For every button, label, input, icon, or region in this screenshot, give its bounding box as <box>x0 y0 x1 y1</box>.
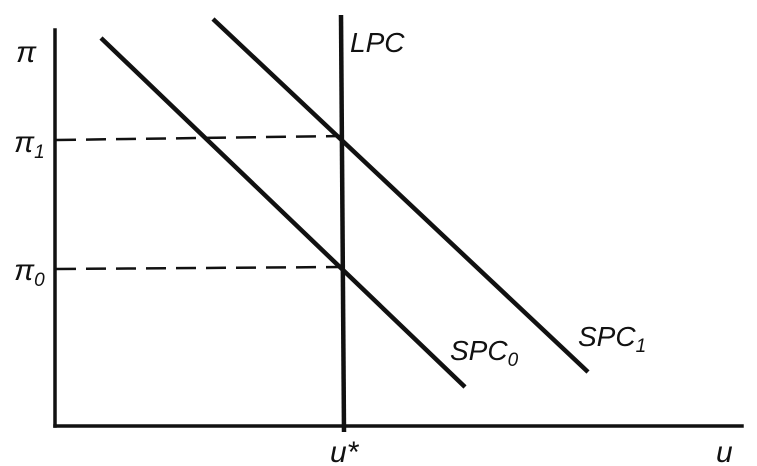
spc1-label: SPC1 <box>578 321 646 357</box>
pi1-label-base: π <box>14 126 35 159</box>
spc0-label-subscript: 0 <box>508 350 519 371</box>
spc0-label-base: SPC <box>450 335 508 366</box>
pi1-label-subscript: 1 <box>34 142 45 163</box>
pi1-label: π1 <box>14 126 45 163</box>
pi0-guide-line <box>55 265 342 271</box>
ustar-label: u* <box>330 436 360 466</box>
spc0-line <box>99 36 467 389</box>
spc1-line <box>211 17 590 374</box>
pi0-label-subscript: 0 <box>34 270 45 291</box>
spc1-label-base: SPC <box>578 321 636 352</box>
x-axis-label: u <box>716 436 733 466</box>
y-axis-label: π <box>16 36 37 69</box>
pi1-guide-line <box>55 134 342 142</box>
lpc-line <box>338 14 347 433</box>
spc1-label-subscript: 1 <box>636 336 647 357</box>
pi0-label-base: π <box>14 254 35 287</box>
pi0-label: π0 <box>14 254 45 291</box>
spc0-label: SPC0 <box>450 335 519 371</box>
lpc-label: LPC <box>350 27 405 58</box>
